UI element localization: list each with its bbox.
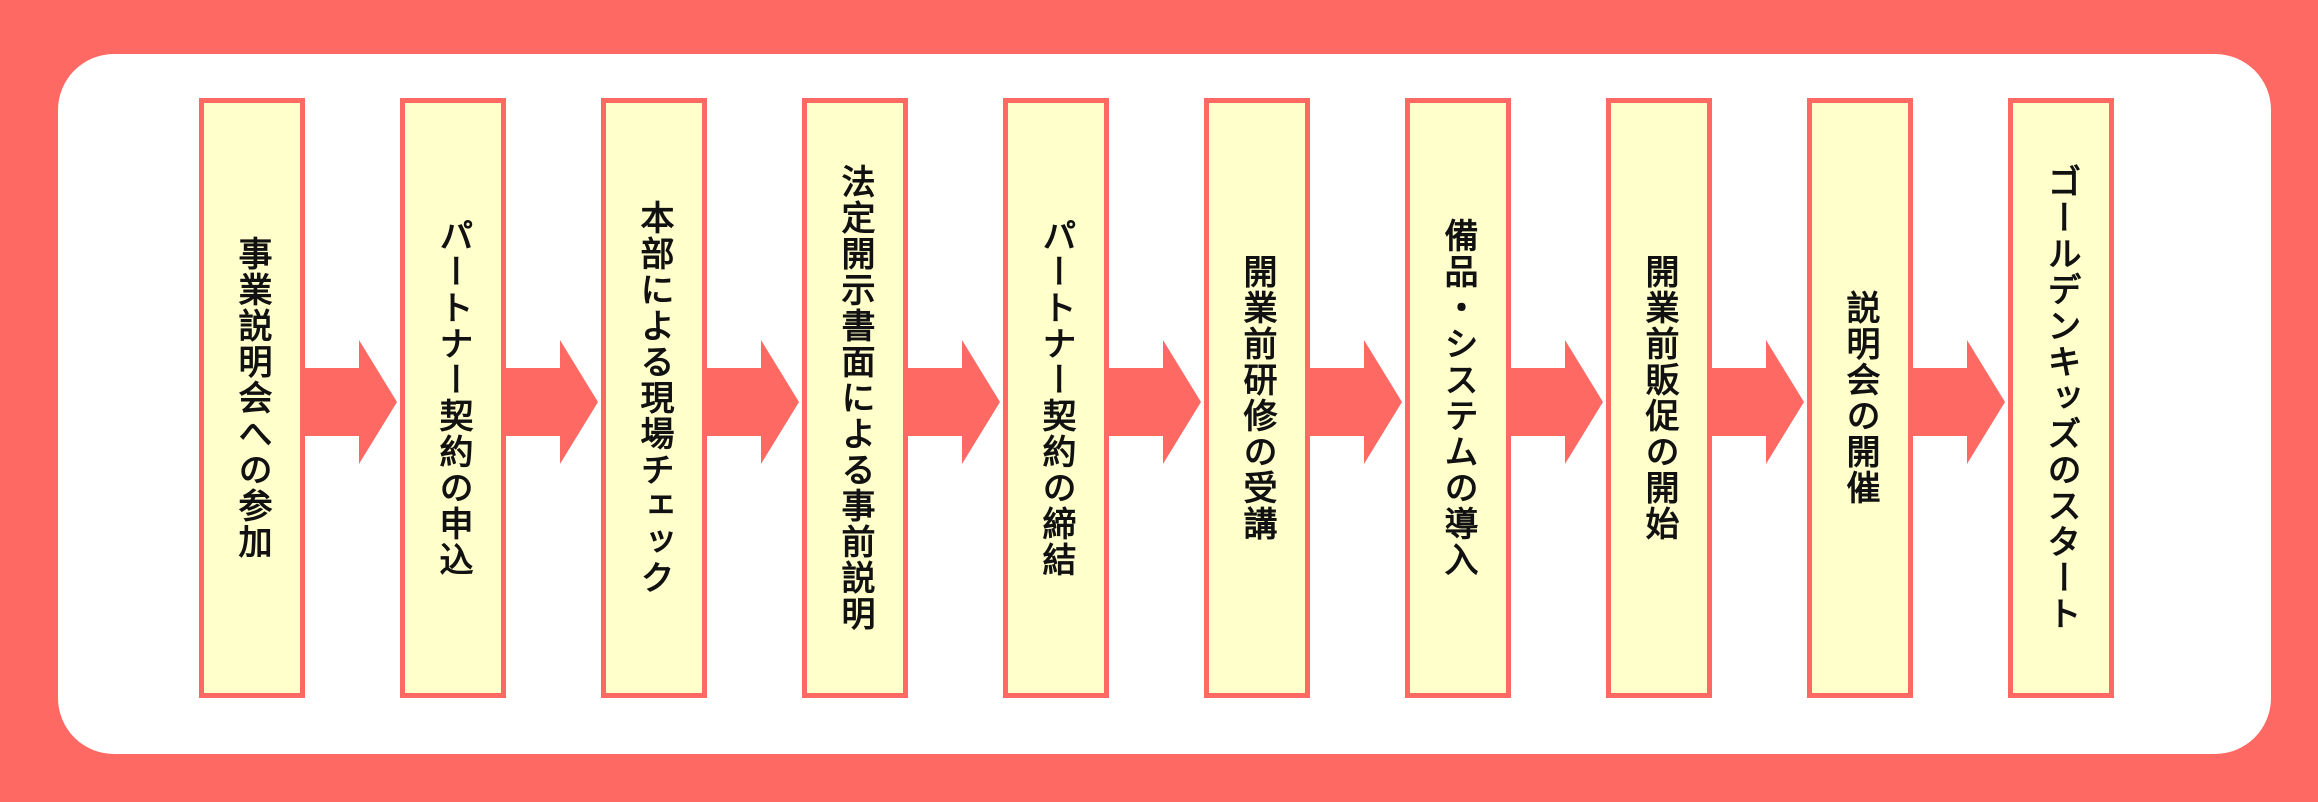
flow-step-label: パートナー契約の申込 [433, 218, 473, 578]
flow-step-label: 開業前販促の開始 [1639, 254, 1679, 542]
right-arrow-icon [904, 340, 1000, 464]
flow-step-4: 法定開示書面による事前説明 [802, 98, 908, 698]
right-arrow-icon [502, 340, 598, 464]
right-arrow-icon [301, 340, 397, 464]
flow-step-1: 事業説明会への参加 [199, 98, 305, 698]
flow-step-label: 本部による現場チェック [634, 200, 674, 596]
flow-step-label: 備品・システムの導入 [1438, 218, 1478, 578]
flow-step-9: 説明会の開催 [1807, 98, 1913, 698]
flow-step-10: ゴールデンキッズのスタート [2008, 98, 2114, 698]
right-arrow-icon [1708, 340, 1804, 464]
right-arrow-icon [1909, 340, 2005, 464]
right-arrow-icon [1306, 340, 1402, 464]
flow-step-5: パートナー契約の締結 [1003, 98, 1109, 698]
right-arrow-icon [1105, 340, 1201, 464]
flow-step-label: 開業前研修の受講 [1237, 254, 1277, 542]
right-arrow-icon [703, 340, 799, 464]
flow-step-3: 本部による現場チェック [601, 98, 707, 698]
flow-step-label: ゴールデンキッズのスタート [2041, 164, 2081, 632]
flow-step-2: パートナー契約の申込 [400, 98, 506, 698]
flow-step-label: 説明会の開催 [1840, 290, 1880, 506]
flow-step-7: 備品・システムの導入 [1405, 98, 1511, 698]
flow-step-8: 開業前販促の開始 [1606, 98, 1712, 698]
flow-step-label: パートナー契約の締結 [1036, 218, 1076, 578]
right-arrow-icon [1507, 340, 1603, 464]
flow-step-6: 開業前研修の受講 [1204, 98, 1310, 698]
flow-step-label: 事業説明会への参加 [232, 236, 272, 560]
flow-step-label: 法定開示書面による事前説明 [835, 164, 875, 632]
